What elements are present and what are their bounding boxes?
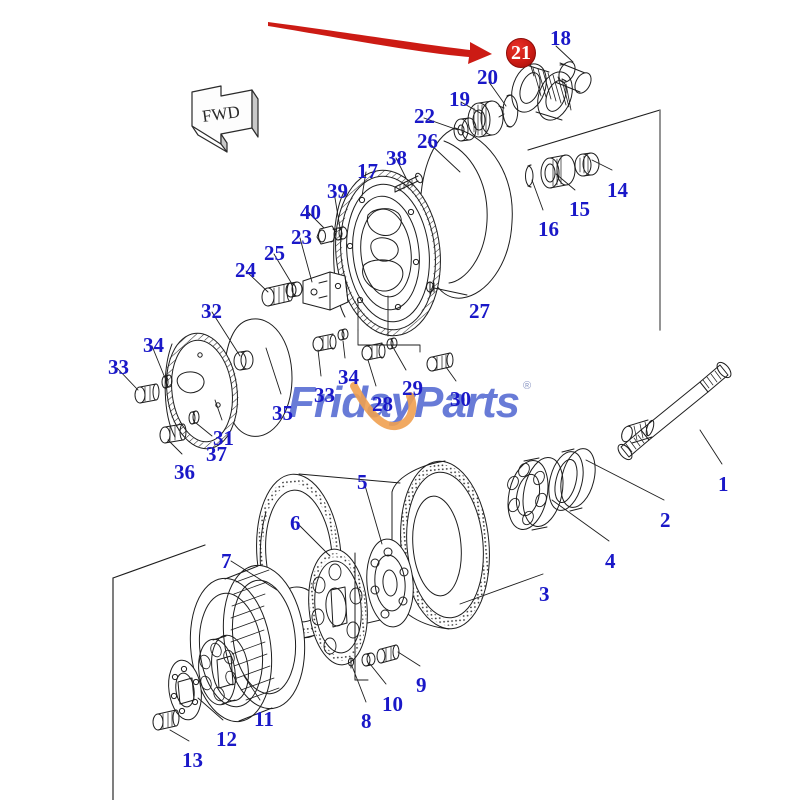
- callout-number-5: 5: [357, 470, 368, 494]
- callout-number-39: 39: [327, 179, 348, 203]
- part-16-snap-ring: [525, 164, 534, 188]
- callout-number-37: 37: [206, 442, 227, 466]
- part-21-tapered-bearing: [511, 63, 573, 121]
- part-33b-bolt: [312, 333, 337, 352]
- callout-number-15: 15: [569, 197, 590, 221]
- part-29-washer: [386, 337, 398, 350]
- callout-number-7: 7: [221, 549, 232, 573]
- part-38-bolt: [394, 172, 423, 193]
- callout-number-9: 9: [416, 673, 427, 697]
- callout-number-31: 31: [213, 426, 234, 450]
- part-10-washer: [361, 652, 376, 667]
- callout-number-19: 19: [449, 87, 470, 111]
- part-35-disc: [223, 318, 293, 437]
- part-6-carrier-plate: [308, 548, 368, 666]
- callout-number-12: 12: [216, 727, 237, 751]
- callout-number-34b: 34: [338, 365, 359, 389]
- callout-number-30: 30: [450, 387, 471, 411]
- part-9-bolt: [376, 644, 400, 664]
- callout-number-36: 36: [174, 460, 195, 484]
- part-32-bushing: [233, 350, 254, 371]
- part-11-planet-gear-set: [198, 634, 249, 706]
- callout-number-17: 17: [357, 159, 378, 183]
- part-13-bolt: [152, 709, 180, 731]
- highlight-badge-label: 21: [511, 41, 531, 64]
- callout-number-23: 23: [291, 225, 312, 249]
- callout-number-11: 11: [254, 707, 274, 731]
- callout-number-28: 28: [372, 392, 393, 416]
- callout-number-34: 34: [143, 333, 164, 357]
- callout-number-4: 4: [605, 549, 616, 573]
- highlight-badge-21: 21: [506, 38, 536, 68]
- part-40-nut: [316, 225, 337, 245]
- part-15-roller-sleeve: [540, 154, 576, 189]
- part-23-bracket: [302, 271, 349, 311]
- part-31-ring-gear: [164, 332, 239, 450]
- callout-number-33b: 33: [314, 383, 335, 407]
- part-27-pin: [426, 281, 435, 295]
- part-25-bushing: [285, 281, 303, 298]
- callout-number-1: 1: [718, 472, 729, 496]
- callout-number-35: 35: [272, 401, 293, 425]
- frame-lower-left: [112, 544, 206, 800]
- callout-number-29: 29: [402, 376, 423, 400]
- part-24-bolt: [261, 282, 294, 307]
- callout-number-26: 26: [417, 129, 438, 153]
- part-34-washer-left: [161, 374, 173, 389]
- part-2-seal-ring: [548, 448, 596, 512]
- part-34b-washer: [337, 328, 349, 341]
- part-7-internal-gear-ring: [189, 564, 306, 723]
- callout-number-20: 20: [477, 65, 498, 89]
- callout-number-24: 24: [235, 258, 256, 282]
- part-17-hub-sprocket: [333, 169, 441, 337]
- callout-number-38: 38: [386, 146, 407, 170]
- callout-number-13: 13: [182, 748, 203, 772]
- callout-number-8: 8: [361, 709, 372, 733]
- part-4-ball-bearing: [507, 457, 564, 531]
- callout-number-33: 33: [108, 355, 129, 379]
- part-1-splined-shaft: [617, 361, 732, 461]
- callout-number-25: 25: [264, 241, 285, 265]
- part-26-cover-disc: [419, 127, 513, 299]
- red-highlight-arrow: [268, 22, 492, 64]
- fwd-arrow-marker: FWD: [191, 85, 259, 153]
- part-5-flange-disc: [366, 538, 414, 628]
- part-14-splined-nut: [574, 152, 600, 177]
- part-28-bolt: [361, 342, 386, 361]
- callout-number-6: 6: [290, 511, 301, 535]
- part-small-bolt-upper-right: [621, 419, 655, 444]
- callout-number-2: 2: [660, 508, 671, 532]
- callout-number-14: 14: [607, 178, 628, 202]
- callout-number-10: 10: [382, 692, 403, 716]
- part-39-washer: [333, 226, 348, 241]
- leader-lines: [116, 45, 723, 742]
- callout-number-40: 40: [300, 200, 321, 224]
- part-30-bolt: [426, 352, 454, 372]
- part-19-coupling: [467, 100, 504, 138]
- part-12-end-plate: [168, 659, 202, 721]
- callout-number-18: 18: [550, 26, 571, 50]
- callout-number-22: 22: [414, 104, 435, 128]
- callout-number-16: 16: [538, 217, 559, 241]
- part-18-pin: [554, 61, 592, 94]
- frame-upper-right: [527, 109, 661, 331]
- callout-number-27: 27: [469, 299, 490, 323]
- callout-number-3: 3: [539, 582, 550, 606]
- part-37-washer: [188, 410, 200, 425]
- callout-number-32: 32: [201, 299, 222, 323]
- part-36-bolt: [159, 423, 187, 444]
- part-33-bolt-left: [134, 383, 160, 404]
